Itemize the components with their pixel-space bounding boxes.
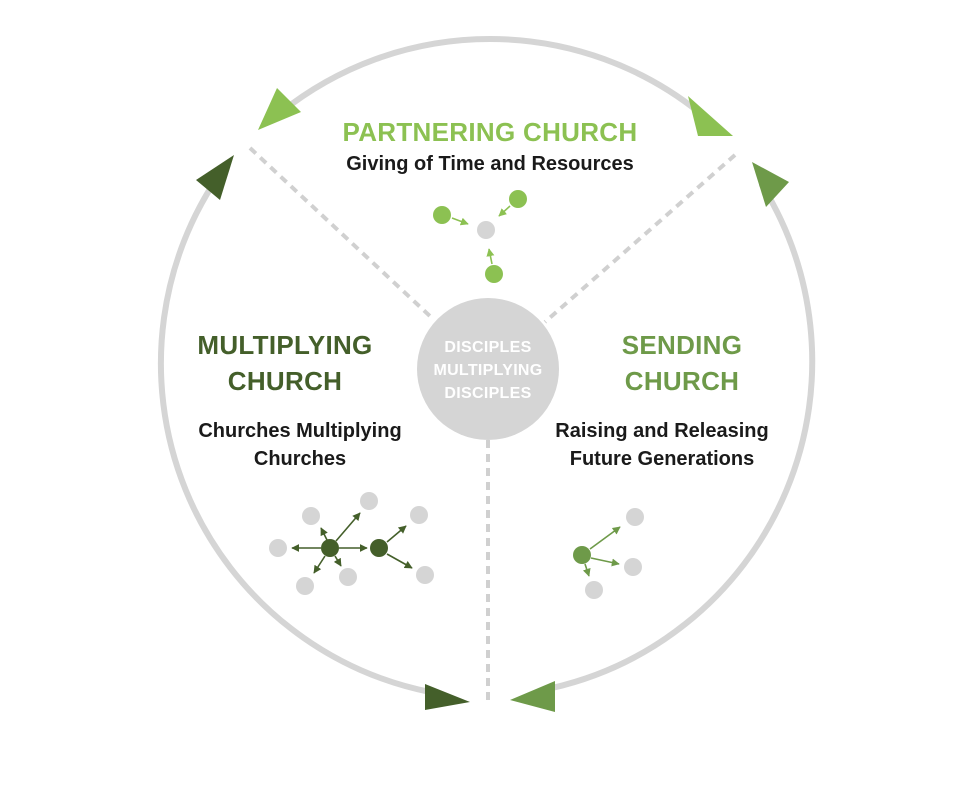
multiplying-subtitle-line1: Churches Multiplying: [198, 420, 401, 442]
outer-cycle: [157, 36, 816, 695]
flow-arrow: [498, 205, 511, 217]
sending-title-line2: CHURCH: [625, 366, 739, 396]
center-text-line3: DISCIPLES: [444, 385, 531, 402]
sending-title-line1: SENDING: [622, 330, 743, 360]
flow-arrow: [335, 512, 361, 542]
node-gray: [626, 508, 644, 526]
triangle-arrowhead-icon: [258, 88, 301, 130]
sending-nodes-icon: [573, 508, 644, 599]
center-circle: [417, 298, 559, 440]
triangle-arrowhead-icon: [752, 162, 789, 207]
cycle-arc-left: [157, 172, 433, 695]
flow-arrow: [313, 555, 326, 574]
node-dark: [321, 539, 339, 557]
sending-subtitle-line2: Future Generations: [570, 448, 754, 470]
cycle-arc-right: [549, 182, 816, 691]
node-gray: [269, 539, 287, 557]
triangle-arrowhead-icon: [196, 155, 234, 200]
node-green: [433, 206, 451, 224]
flow-arrow: [333, 555, 342, 567]
flow-arrow: [582, 563, 591, 577]
node-green: [485, 265, 503, 283]
flow-arrow: [589, 526, 621, 550]
triangle-arrowhead-icon: [510, 681, 555, 712]
flow-arrow: [386, 553, 413, 569]
triangle-arrowhead-icon: [688, 96, 733, 136]
node-mid: [573, 546, 591, 564]
partnering-section: PARTNERING CHURCH Giving of Time and Res…: [343, 117, 638, 283]
center-text-line2: MULTIPLYING: [433, 362, 542, 379]
branching-network-icon: [269, 492, 434, 595]
multiplying-title-line1: MULTIPLYING: [197, 330, 372, 360]
center-text-line1: DISCIPLES: [444, 339, 531, 356]
multiplying-section: MULTIPLYING CHURCH Churches Multiplying …: [197, 330, 434, 595]
node-gray: [477, 221, 495, 239]
node-gray: [585, 581, 603, 599]
node-gray: [416, 566, 434, 584]
node-gray: [410, 506, 428, 524]
node-gray: [360, 492, 378, 510]
partnering-subtitle: Giving of Time and Resources: [346, 153, 633, 175]
triangle-arrowhead-icon: [425, 684, 470, 710]
cycle-arc-top: [277, 36, 703, 116]
node-gray: [339, 568, 357, 586]
node-gray: [302, 507, 320, 525]
node-gray: [624, 558, 642, 576]
cycle-arrowheads: [196, 88, 789, 712]
converging-nodes-icon: [433, 190, 527, 283]
partnering-title: PARTNERING CHURCH: [343, 117, 638, 147]
node-gray: [296, 577, 314, 595]
multiplying-title-line2: CHURCH: [228, 366, 342, 396]
sending-section: SENDING CHURCH Raising and Releasing Fut…: [555, 330, 769, 599]
section-dividers: [248, 146, 737, 700]
node-dark: [370, 539, 388, 557]
flow-arrow: [320, 527, 328, 541]
sending-subtitle-line1: Raising and Releasing: [555, 420, 768, 442]
flow-arrow: [486, 248, 495, 265]
flow-arrow: [386, 525, 407, 543]
multiplying-subtitle-line2: Churches: [254, 448, 346, 470]
node-green: [509, 190, 527, 208]
divider-right: [543, 153, 737, 324]
flow-arrow: [451, 217, 469, 226]
flow-arrow: [590, 557, 620, 567]
center-hub: DISCIPLES MULTIPLYING DISCIPLES: [417, 298, 559, 440]
